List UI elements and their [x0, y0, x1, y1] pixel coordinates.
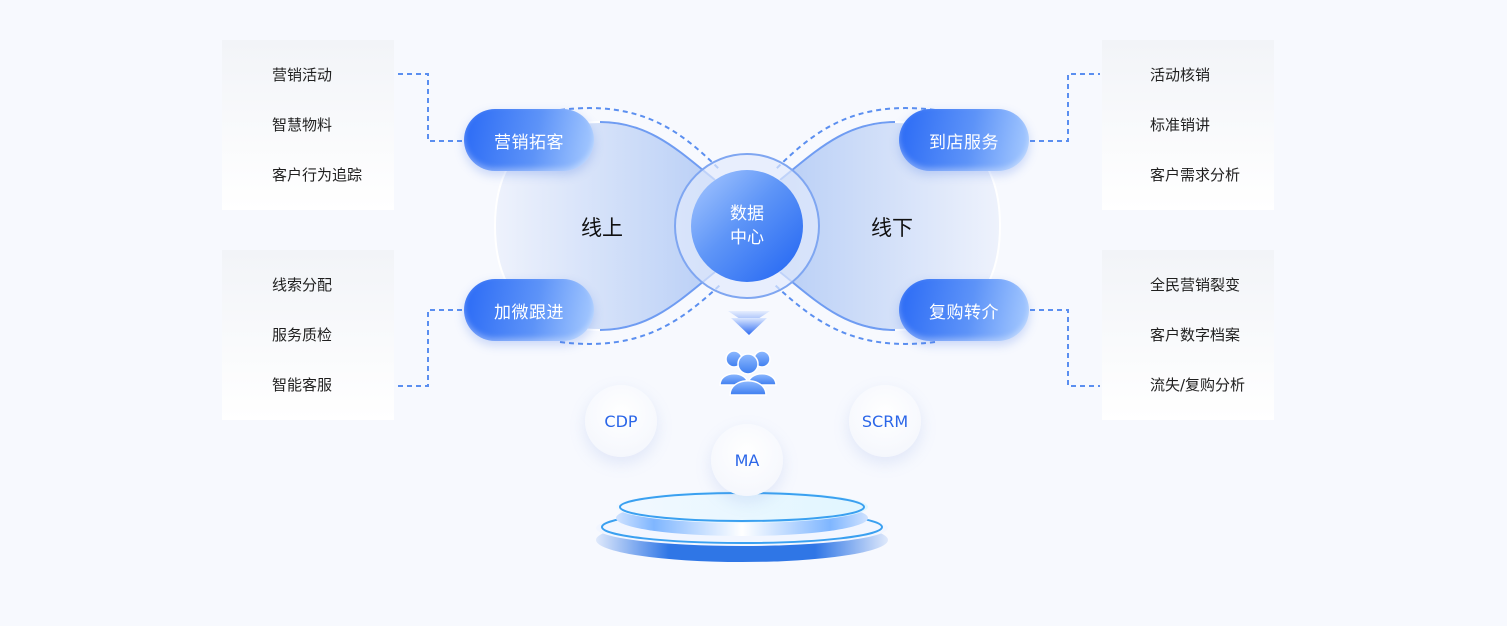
list-item[interactable]: 活动核销 [1150, 66, 1211, 84]
dashed-loop-bottom-right [774, 284, 936, 345]
pill-repurchase-referral[interactable]: 复购转介 [899, 279, 1029, 341]
data-center-node[interactable]: 数据 中心 [691, 170, 803, 282]
data-center-label-line1: 数据 [730, 204, 764, 224]
chevron-down-icon [728, 311, 770, 335]
list-item[interactable]: 客户数字档案 [1150, 326, 1241, 344]
podium-graphic [596, 491, 888, 562]
list-item[interactable]: 客户需求分析 [1150, 166, 1241, 184]
list-item[interactable]: 标准销讲 [1150, 116, 1211, 134]
platform-cdp[interactable]: CDP [585, 385, 657, 457]
pill-in-store-service[interactable]: 到店服务 [899, 109, 1029, 171]
platform-ma[interactable]: MA [711, 424, 783, 496]
list-item[interactable]: 流失/复购分析 [1150, 376, 1246, 394]
dashed-loop-bottom-left [559, 284, 721, 345]
list-card-top-left: 营销活动 智慧物料 客户行为追踪 [222, 40, 394, 210]
data-center-label-line2: 中心 [730, 228, 764, 248]
connector-top-left [398, 73, 466, 142]
list-item[interactable]: 服务质检 [272, 326, 333, 344]
connector-top-right [1030, 73, 1100, 142]
pill-wechat-followup[interactable]: 加微跟进 [464, 279, 594, 341]
list-card-bottom-left: 线索分配 服务质检 智能客服 [222, 250, 394, 420]
users-group-icon [719, 350, 777, 396]
list-item[interactable]: 客户行为追踪 [272, 166, 363, 184]
platform-scrm[interactable]: SCRM [849, 385, 921, 457]
connector-bottom-left [398, 309, 466, 387]
online-label: 线上 [581, 216, 623, 240]
list-item[interactable]: 智能客服 [272, 376, 333, 394]
list-item[interactable]: 线索分配 [272, 276, 333, 294]
connector-bottom-right [1030, 309, 1100, 387]
list-item[interactable]: 全民营销裂变 [1150, 276, 1241, 294]
list-card-bottom-right: 全民营销裂变 客户数字档案 流失/复购分析 [1102, 250, 1274, 420]
pill-marketing-acquisition[interactable]: 营销拓客 [464, 109, 594, 171]
list-item[interactable]: 智慧物料 [272, 116, 333, 134]
offline-label: 线下 [871, 216, 913, 240]
list-card-top-right: 活动核销 标准销讲 客户需求分析 [1102, 40, 1274, 210]
list-item[interactable]: 营销活动 [272, 66, 333, 84]
